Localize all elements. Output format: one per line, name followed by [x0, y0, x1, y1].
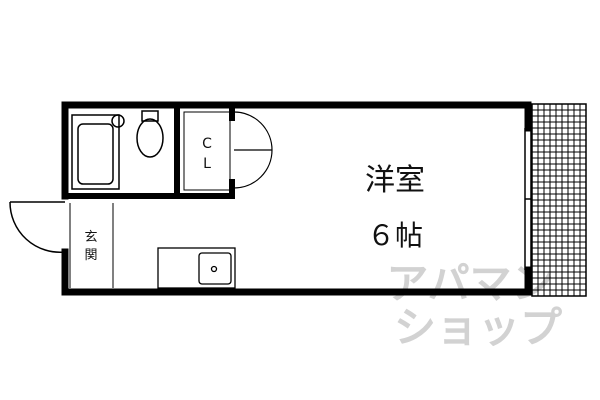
closet-label-line-1: C: [202, 136, 212, 152]
faucet-icon: [111, 114, 125, 128]
watermark-line-2: ショップ: [394, 303, 562, 352]
kitchen-counter: [157, 247, 236, 289]
closet: C L: [183, 111, 231, 191]
toilet-tank-icon: [141, 110, 159, 122]
interior-walls: [62, 102, 235, 199]
closet-frame: [183, 111, 231, 191]
balcony-window: [524, 128, 532, 270]
watermark: アパマン ショップ: [386, 259, 562, 352]
sink-icon: [198, 252, 232, 285]
exterior-walls: [61, 101, 532, 296]
main-room: 洋室 ６帖: [365, 163, 425, 252]
balcony: [531, 103, 587, 297]
room-size: ６帖: [367, 219, 423, 252]
entrance-label-line-2: 関: [84, 248, 97, 263]
bathtub-inner: [77, 123, 114, 185]
bathtub-icon: [71, 114, 120, 190]
drain-icon: [210, 265, 218, 273]
closet-door: [233, 111, 273, 189]
room-name: 洋室: [365, 163, 425, 198]
entrance-label-line-1: 玄: [84, 230, 97, 245]
closet-label-line-2: L: [203, 156, 211, 172]
bathroom: [71, 110, 164, 190]
front-door: [9, 201, 66, 253]
balcony-grid: [532, 104, 586, 296]
entrance: 玄 関: [69, 203, 114, 288]
toilet-bowl-icon: [136, 118, 164, 158]
kitchen: [157, 247, 236, 289]
